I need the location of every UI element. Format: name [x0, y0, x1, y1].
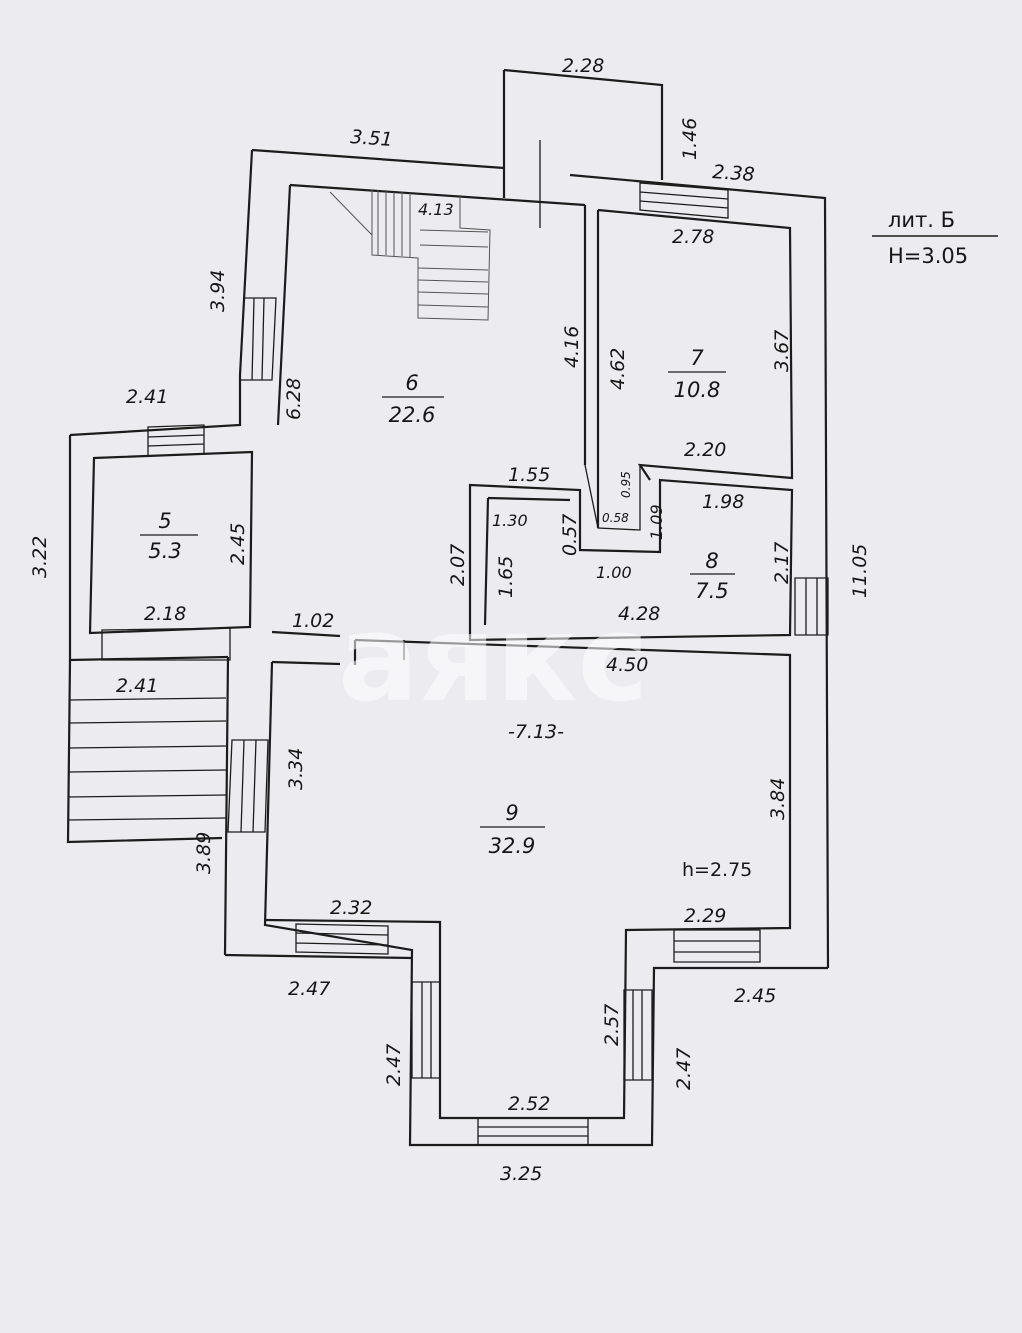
room-5-number: 5: [158, 509, 171, 533]
room-9-number: 9: [505, 801, 518, 825]
dim-r7-right: 3.67: [771, 330, 793, 372]
dim-porch-side: 1.46: [679, 118, 701, 160]
dim-bay-left-side: 2.47: [383, 1044, 405, 1086]
dim-total-right: 11.05: [849, 544, 871, 598]
outer-walls: [66, 68, 830, 1147]
room-7-number: 7: [690, 346, 704, 370]
dim-r9-right: 3.84: [767, 778, 789, 820]
dim-corr-b: 0.57: [559, 514, 581, 556]
room-labels: 5 5.3 6 22.6 7 10.8 8 7.5 9 32.9 -7.13- …: [140, 346, 752, 881]
dim-small-b: 0.58: [602, 511, 629, 525]
dim-top-left: 3.51: [350, 126, 394, 151]
dim-left-upper: 3.94: [207, 270, 229, 312]
room-9-height: h=2.75: [682, 859, 752, 881]
exterior-staircase: [67, 697, 227, 821]
dim-door-gap: 1.02: [292, 610, 334, 632]
room-8-number: 8: [705, 549, 718, 573]
dim-r5-outer-bottom: 2.41: [116, 675, 158, 697]
dim-r6-right: 4.16: [561, 326, 583, 368]
legend-title: лит. Б: [888, 208, 955, 232]
dim-bay-bottom-outer: 3.25: [500, 1163, 542, 1185]
dim-bay-r-top: 2.29: [684, 905, 726, 927]
dim-corr-c: 2.07: [447, 544, 469, 586]
room-8-area: 7.5: [695, 579, 728, 603]
horizontal-dimensions: 2.28 3.51 2.38 4.13 2.78 2.20 2.41 2.18 …: [116, 55, 776, 1185]
dim-r5-outer: 3.22: [29, 536, 51, 578]
dim-bay-bottom-inner: 2.52: [508, 1093, 550, 1115]
room-6-area: 22.6: [389, 403, 436, 427]
vertical-dimensions: 1.46 3.94 6.28 4.16 4.62 3.67 3.22 2.45 …: [29, 118, 871, 1090]
dim-bay-right-outer: 2.47: [673, 1048, 695, 1090]
dim-corr-a: 1.30: [492, 511, 528, 530]
dim-r8-top: 1.98: [702, 491, 744, 513]
dim-r9-top: 4.50: [606, 654, 648, 676]
dim-r6-height: 6.28: [283, 378, 305, 420]
dim-corr-top: 1.55: [508, 464, 550, 486]
interior-staircase: [329, 190, 491, 321]
dim-bay-right-inner: 2.57: [601, 1004, 623, 1046]
room-5-area: 5.3: [148, 539, 181, 563]
dim-r7-top: 2.78: [672, 226, 714, 248]
dim-bay-l-outer: 2.47: [288, 978, 330, 1000]
dim-r8-bottom: 4.28: [618, 603, 660, 625]
dim-r7-bottom: 2.20: [684, 439, 726, 461]
dim-bay-l-top: 2.32: [330, 897, 372, 919]
dim-r5-right: 2.45: [227, 523, 249, 565]
dim-corr-e: 1.00: [596, 563, 632, 582]
dim-porch-top: 2.28: [562, 55, 604, 77]
dim-r5-top: 2.41: [126, 386, 168, 408]
legend: лит. Б H=3.05: [872, 208, 998, 268]
windows: [101, 140, 829, 1146]
dim-bay-r-outer: 2.45: [734, 985, 776, 1007]
dim-r9-outer-left: 3.89: [193, 832, 215, 874]
watermark: аякс: [338, 590, 649, 729]
room-9-area: 32.9: [489, 834, 536, 858]
room-9-span: -7.13-: [508, 721, 564, 743]
dim-corr-d: 1.65: [495, 556, 517, 598]
dim-stair-width: 4.13: [418, 200, 454, 219]
dim-small-a: 0.95: [619, 471, 633, 498]
legend-height: H=3.05: [888, 244, 968, 268]
dim-r8-left: 1.09: [647, 504, 666, 540]
dim-top-right: 2.38: [712, 161, 756, 186]
dim-r8-right: 2.17: [771, 542, 793, 584]
dim-r7-left: 4.62: [607, 348, 629, 390]
room-7-area: 10.8: [674, 378, 721, 402]
dim-r5-bottom: 2.18: [144, 603, 186, 625]
dim-r9-left: 3.34: [285, 748, 307, 790]
room-6-number: 6: [405, 371, 418, 395]
